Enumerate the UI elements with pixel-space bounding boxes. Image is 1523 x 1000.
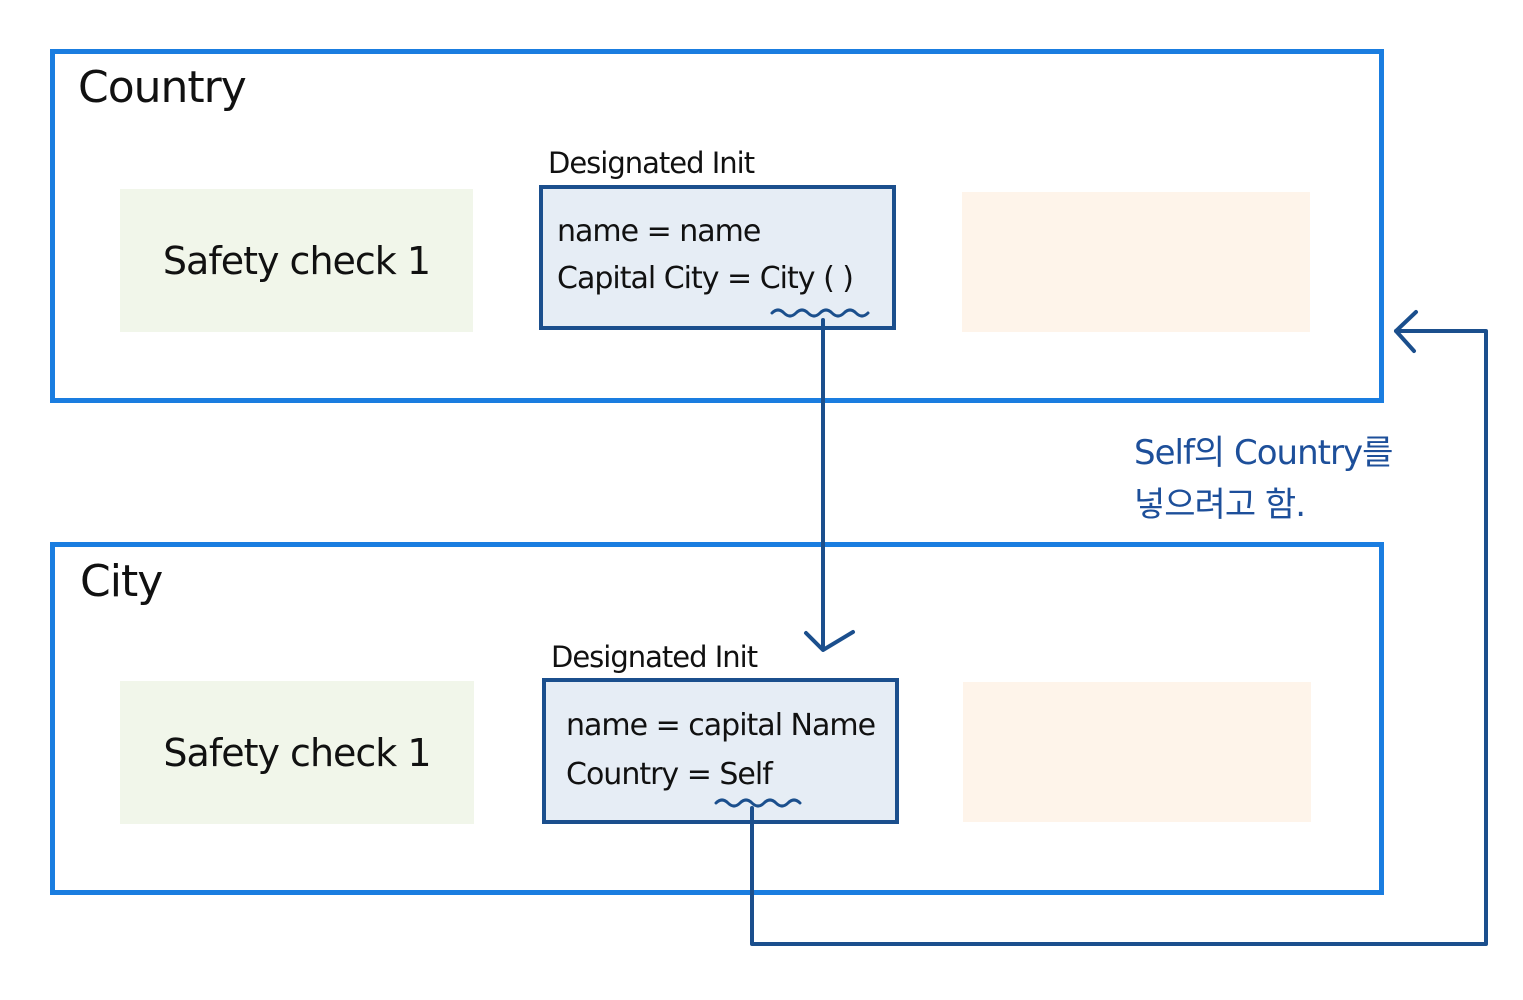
city-empty-panel — [963, 682, 1311, 822]
country-designated-init-label: Designated Init — [548, 146, 755, 180]
city-self-value: Self — [719, 757, 772, 792]
country-safety-check-panel: Safety check 1 — [120, 189, 473, 332]
annotation-line-2: 넣으려고 함. — [1134, 485, 1306, 525]
country-designated-init-box — [539, 185, 896, 330]
city-country-assign: Country = — [566, 757, 720, 792]
city-title: City — [80, 556, 163, 607]
city-init-line-country: Country = Self — [566, 757, 773, 792]
self-to-country-arrow — [750, 329, 1488, 946]
country-title: Country — [78, 62, 247, 113]
country-empty-panel — [962, 192, 1310, 332]
country-init-line-name: name = name — [557, 214, 761, 249]
annotation-line-1: Self의 Country를 — [1134, 433, 1393, 473]
city-init-line-name: name = capital Name — [566, 708, 876, 743]
country-to-city-arrowhead — [804, 630, 855, 652]
city-safety-check-panel: Safety check 1 — [120, 681, 474, 824]
country-init-line-capital-city: Capital City = City ( ) — [557, 261, 854, 296]
city-self-squiggle — [714, 798, 802, 808]
city-container — [50, 542, 1384, 895]
country-capital-city-assign: Capital City = — [557, 261, 760, 296]
country-city-call: City ( ) — [759, 261, 854, 296]
self-to-country-arrowhead — [1394, 310, 1418, 353]
city-designated-init-label: Designated Init — [551, 640, 758, 674]
country-city-call-squiggle — [770, 308, 870, 318]
country-container — [50, 49, 1384, 403]
country-safety-check-label: Safety check 1 — [162, 238, 431, 283]
city-safety-check-label: Safety check 1 — [163, 730, 431, 775]
